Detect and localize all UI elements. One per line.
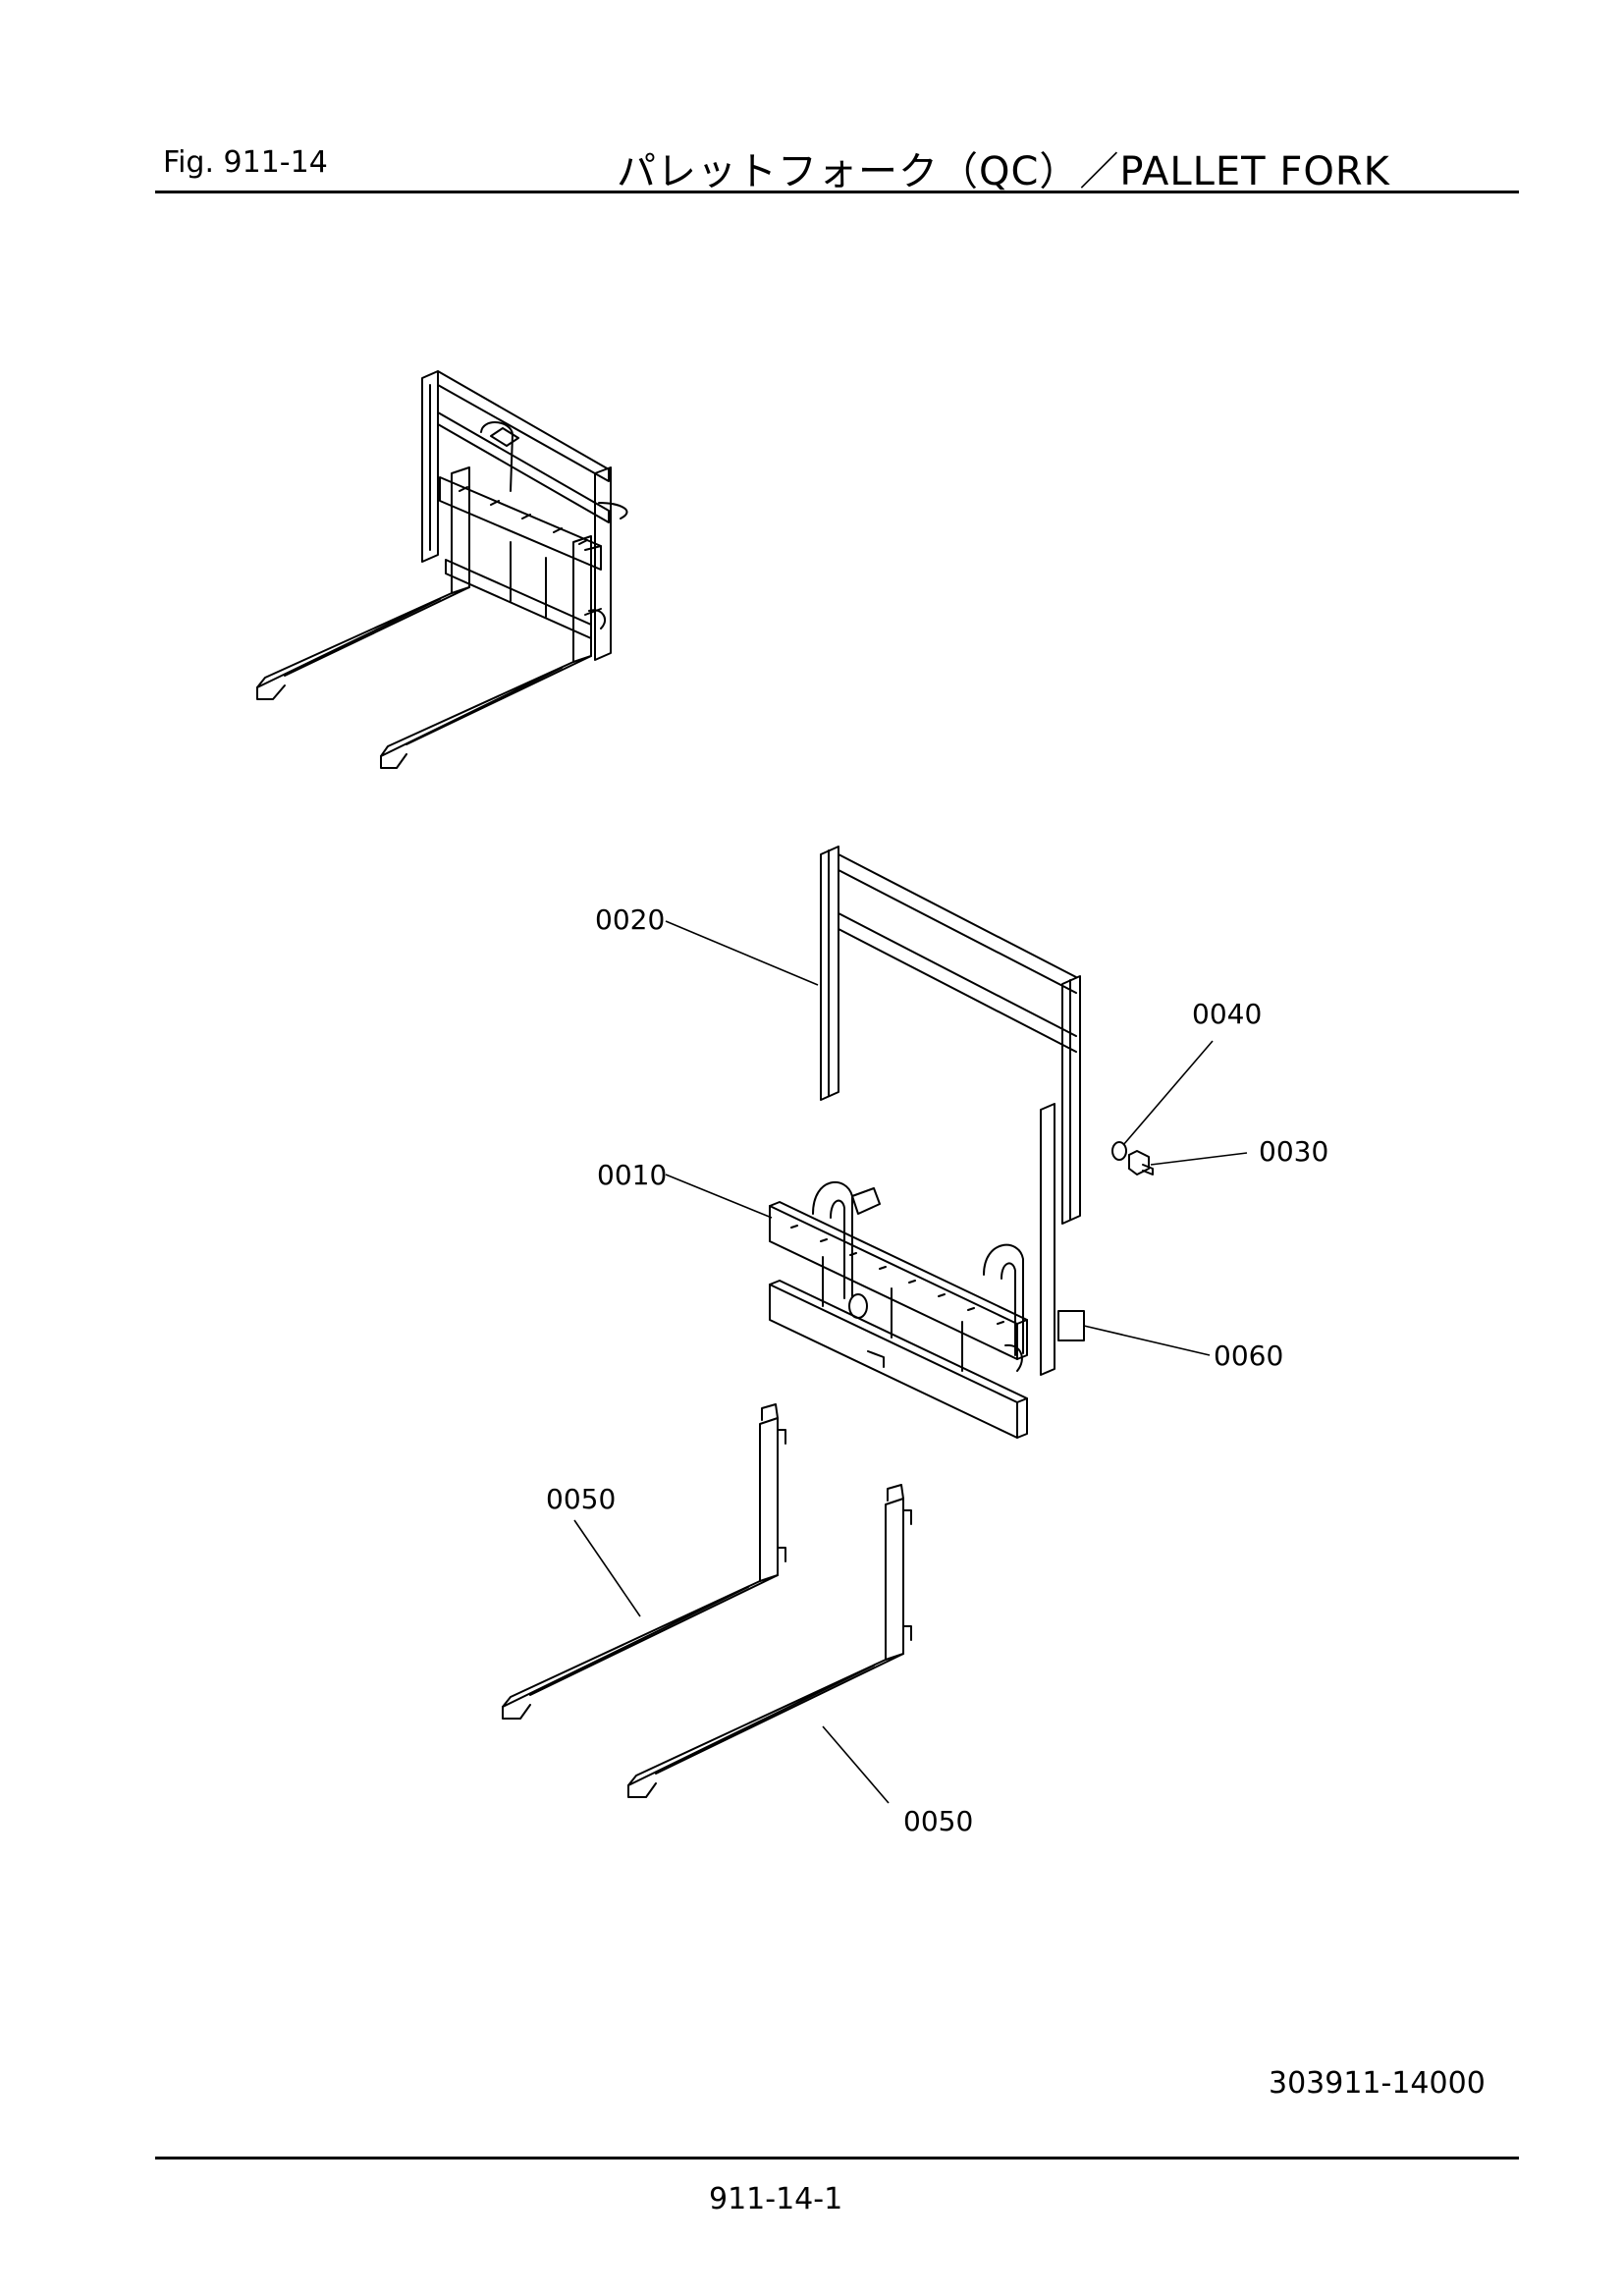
leader-line-0020 <box>665 920 819 986</box>
part-0060-plate-illustration <box>1057 1310 1085 1341</box>
page-title: パレットフォーク（QC）／PALLET FORK <box>617 149 1390 194</box>
drawing-number: 303911-14000 <box>1269 2066 1486 2101</box>
part-0020-backrest-illustration <box>820 846 1081 1225</box>
part-0050-fork-left-illustration <box>502 1403 786 1720</box>
footer-divider <box>155 2157 1519 2159</box>
part-0040-0030-fasteners-illustration <box>1111 1141 1154 1175</box>
part-0010-carriage-illustration <box>769 1103 1055 1439</box>
callout-0040: 0040 <box>1192 998 1262 1030</box>
callout-0060: 0060 <box>1214 1339 1283 1372</box>
callout-0010: 0010 <box>597 1159 667 1191</box>
leader-line-0050-upper <box>573 1519 641 1617</box>
callout-0030: 0030 <box>1259 1135 1328 1168</box>
figure-number: Fig. 911-14 <box>163 145 328 180</box>
leader-line-0010 <box>665 1174 773 1219</box>
leader-line-0030 <box>1150 1152 1248 1166</box>
part-0050-fork-right-illustration <box>627 1484 912 1798</box>
callout-0020: 0020 <box>595 903 665 936</box>
header-divider <box>155 191 1519 193</box>
callout-0050-lower: 0050 <box>903 1805 973 1837</box>
leader-line-0060 <box>1083 1325 1211 1356</box>
page-number: 911-14-1 <box>709 2182 843 2216</box>
assembled-pallet-fork-illustration <box>256 370 628 769</box>
leader-line-0050-lower <box>822 1725 890 1804</box>
leader-line-0040 <box>1122 1040 1214 1146</box>
callout-0050-upper: 0050 <box>546 1483 616 1515</box>
